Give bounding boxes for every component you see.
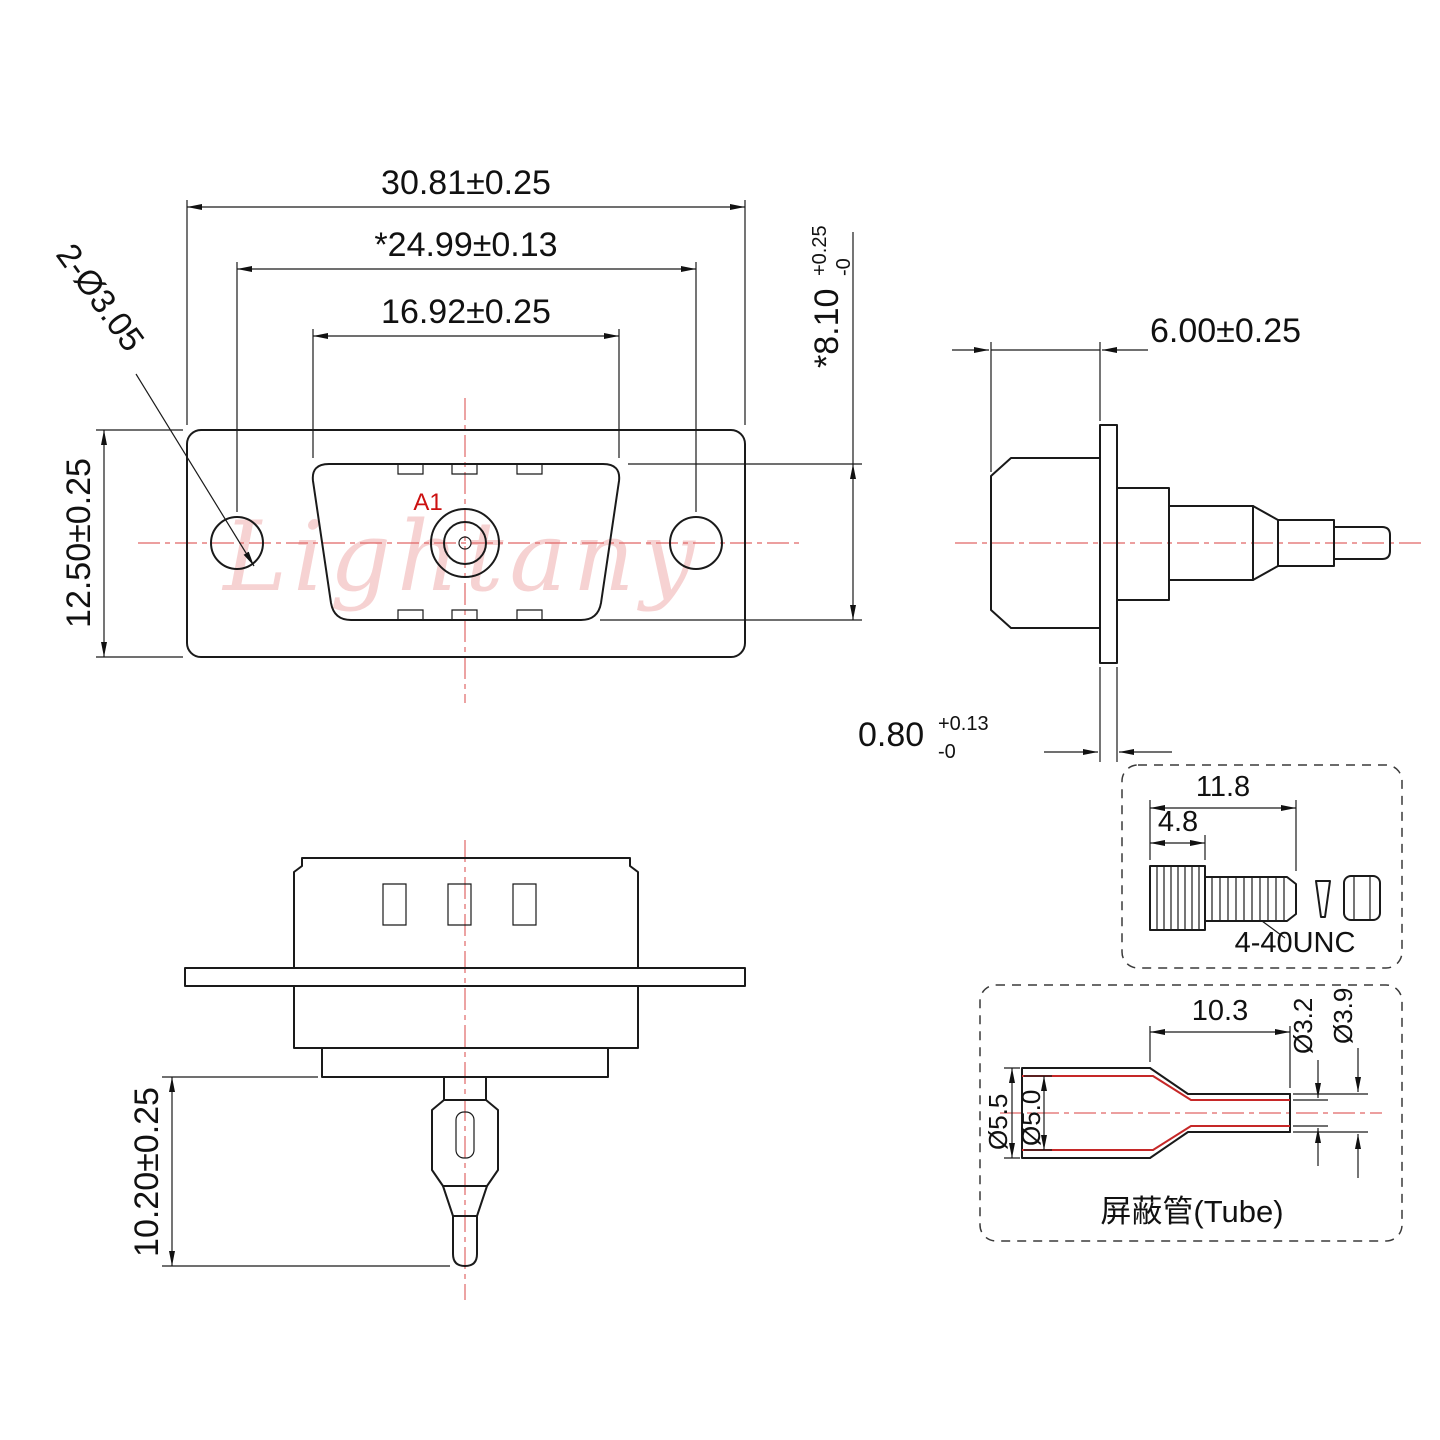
dimension-text: 4.8 (1158, 806, 1198, 838)
tolerance-plus: +0.13 (938, 713, 989, 735)
crimp-body (431, 1099, 499, 1187)
tube-label: 屏蔽管(Tube) (1100, 1194, 1283, 1229)
tube-inner-wall-bottom (1022, 1125, 1290, 1151)
dimension-text: Ø3.9 (1328, 988, 1358, 1044)
contact-neck (443, 1076, 487, 1101)
nut-piece (1343, 875, 1381, 921)
pin-slots (382, 883, 537, 926)
extension-lines (236, 262, 697, 512)
flange-edge (1099, 424, 1118, 664)
dim-outer-large: Ø5.5 (983, 1067, 1020, 1159)
dim-flange-width: 30.81±0.25 (186, 164, 746, 425)
dim-shell-width: 16.92±0.25 (312, 293, 620, 458)
extension-lines (990, 342, 1101, 472)
shell-body (293, 985, 639, 1049)
extension-lines (1293, 1099, 1328, 1127)
tube-outer-large (1021, 1067, 1151, 1159)
side-view: 6.00±0.25 0.80 +0.13 -0 (858, 312, 1425, 763)
coax-contact-pin (458, 536, 472, 550)
dim-body-depth: 6.00±0.25 (952, 312, 1301, 472)
nut-lines (1353, 876, 1371, 920)
screw-shaft (1204, 876, 1297, 922)
crimp-taper (442, 1185, 488, 1217)
coax-contact-outer (430, 508, 500, 578)
dim-total-length: 11.8 (1149, 771, 1297, 871)
thread-leader (1261, 920, 1286, 939)
dim-inner-large: Ø5.0 (1016, 1075, 1052, 1151)
watermark-text: Lightany (221, 501, 701, 613)
tube-inner-wall-top (1022, 1075, 1290, 1101)
dim-shell-height: *8.10 +0.25 -0 (600, 225, 862, 621)
tube-detail: 10.3 Ø3.2 Ø3.9 Ø5.5 Ø5.0 屏蔽管(Tub (979, 984, 1403, 1242)
contact-shaft (1168, 505, 1254, 581)
detail-border (1121, 764, 1403, 969)
tube-cone-top (1149, 1067, 1291, 1095)
dimension-text: 0.80 (858, 716, 924, 754)
dim-tube-length: 10.3 (1149, 995, 1291, 1088)
extension-lines (1293, 1093, 1368, 1133)
dimension-text: 11.8 (1196, 771, 1250, 803)
wedge-piece (1315, 880, 1331, 918)
dim-head-length: 4.8 (1150, 806, 1206, 860)
dimension-text: Ø3.2 (1288, 998, 1318, 1054)
dim-tail-length: 10.20±0.25 (128, 1076, 450, 1267)
shell-step (321, 1047, 609, 1078)
extension-lines (162, 1076, 450, 1267)
d-shell-outline (311, 463, 621, 621)
extension-lines (96, 429, 183, 658)
dimension-text: 2-Ø3.05 (48, 237, 151, 359)
tube-cone-bottom (1149, 1131, 1291, 1159)
mounting-hole-left (210, 516, 264, 570)
tolerance-plus: +0.25 (809, 225, 831, 276)
housing-outline (293, 857, 639, 969)
tolerance-minus: -0 (938, 741, 956, 763)
dimension-text: *24.99±0.13 (374, 226, 557, 264)
dim-hole-spacing: *24.99±0.13 (236, 226, 697, 512)
dim-flange-thickness: 0.80 +0.13 -0 (858, 667, 1172, 763)
dimension-text: 16.92±0.25 (381, 293, 551, 331)
leader-line (135, 373, 255, 567)
dimension-text: 6.00±0.25 (1150, 312, 1301, 350)
mounting-hole-right (669, 516, 723, 570)
rear-view: 10.20±0.25 (128, 840, 746, 1300)
extension-lines (1149, 1026, 1291, 1088)
crimp-barrel (452, 1215, 478, 1267)
insulator-block (1116, 487, 1170, 601)
dimension-text: 10.20±0.25 (128, 1087, 166, 1257)
extension-lines (600, 463, 862, 621)
tolerance-minus: -0 (833, 258, 855, 276)
dimension-text: 12.50±0.25 (60, 458, 98, 628)
thread-lines (1211, 877, 1285, 921)
crimp-taper (1252, 505, 1335, 581)
contact-label: A1 (413, 489, 442, 516)
dimension-text: Ø5.5 (983, 1094, 1013, 1150)
dimension-text: 10.3 (1192, 995, 1248, 1027)
wire-window (455, 1111, 475, 1159)
screw-detail: 11.8 4.8 4-40UNC (1121, 764, 1403, 969)
thread-spec-text: 4-40UNC (1235, 927, 1356, 959)
dimension-text: Ø5.0 (1016, 1090, 1046, 1146)
extension-lines (1024, 1075, 1052, 1151)
detail-border (979, 984, 1403, 1242)
extension-lines (186, 200, 746, 425)
dim-inner-small: Ø3.2 (1288, 998, 1328, 1166)
extension-lines (312, 329, 620, 458)
knurl-lines (1156, 866, 1200, 930)
coax-contact-mid (443, 521, 487, 565)
front-view: A1 30.81±0.25 *24.99±0.13 16.92±0.25 12.… (48, 164, 862, 703)
connector-flange (186, 429, 746, 658)
dimension-text: *8.10 (808, 289, 846, 368)
dimension-text: 30.81±0.25 (381, 164, 551, 202)
shell-retention-tabs (397, 463, 543, 621)
dim-flange-height: 12.50±0.25 (60, 429, 183, 658)
crimp-barrel (1333, 526, 1391, 560)
dim-outer-small: Ø3.9 (1293, 988, 1368, 1178)
extension-lines (1099, 667, 1118, 762)
connector-body-profile (990, 457, 1101, 629)
